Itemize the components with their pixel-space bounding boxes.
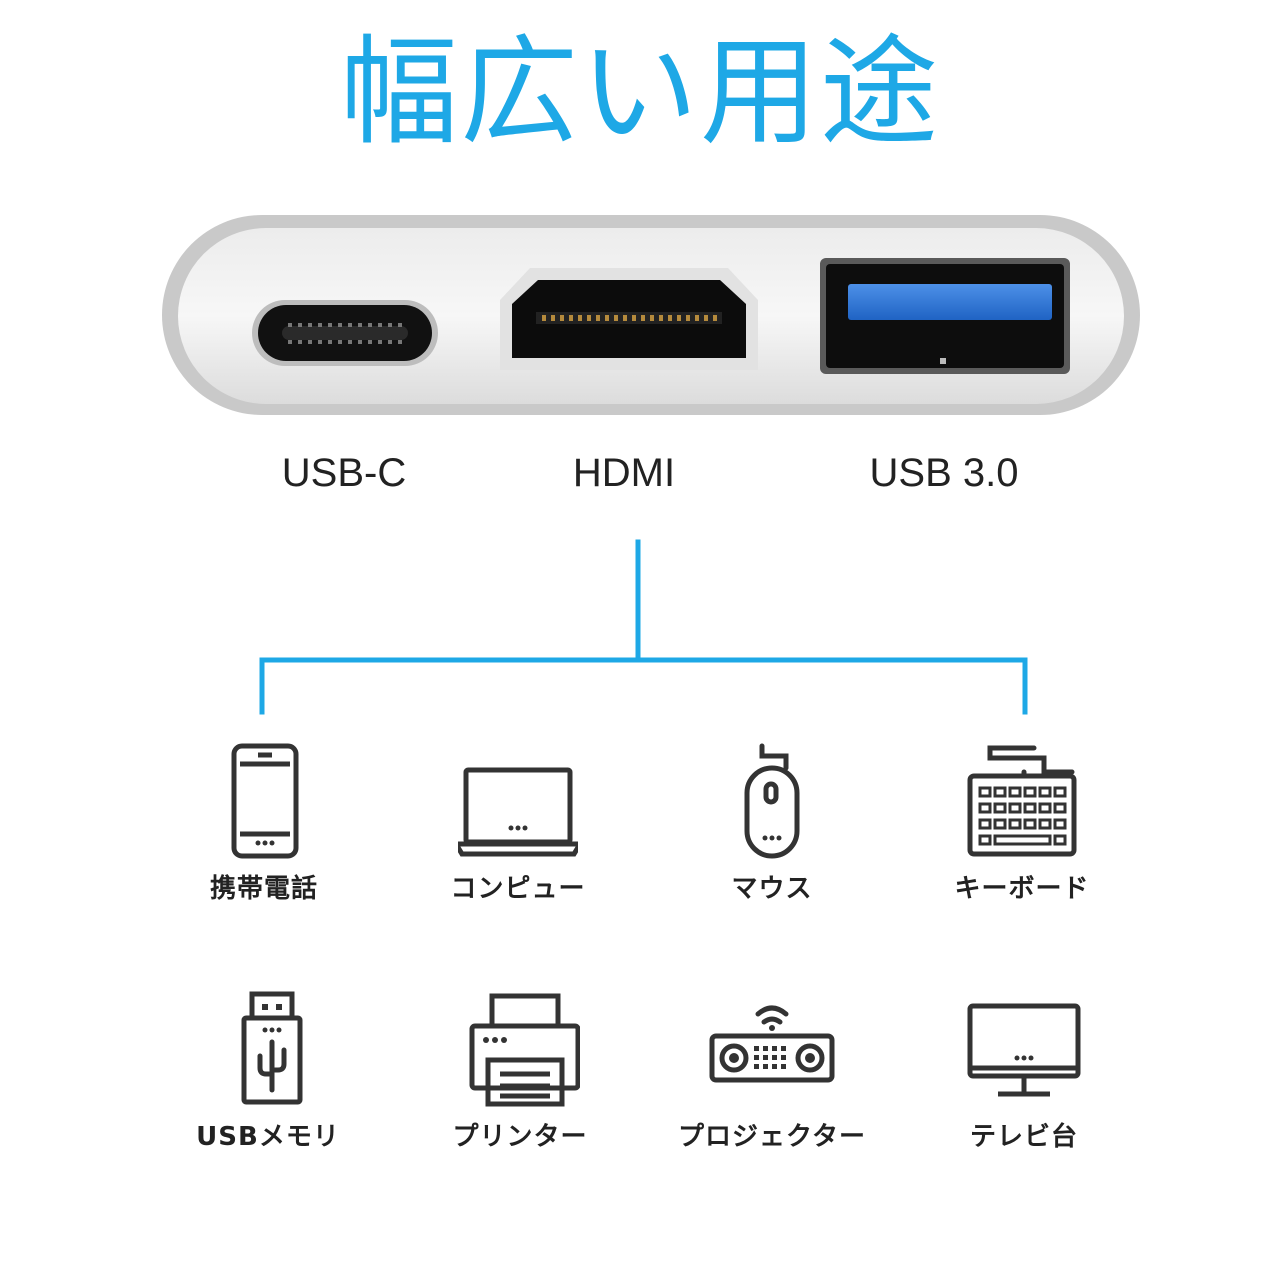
device-label: プロジェクター <box>678 1122 866 1152</box>
device-keyboard: キーボード <box>912 742 1132 905</box>
port-label-usb-c: USB-C <box>281 451 407 495</box>
usb-hub-illustration <box>162 215 1140 415</box>
device-usb-drive: USBメモリ <box>158 990 378 1153</box>
device-label: マウス <box>731 874 813 904</box>
device-monitor: テレビ台 <box>914 990 1134 1153</box>
device-smartphone: 携帯電話 <box>154 742 374 905</box>
smartphone-icon <box>231 743 299 859</box>
mouse-icon <box>744 743 800 859</box>
device-laptop: コンピュー <box>408 742 628 905</box>
usb-c-port-icon <box>252 300 438 366</box>
usb-a-port-icon <box>820 258 1070 374</box>
device-mouse: マウス <box>662 742 882 905</box>
printer-icon <box>469 993 580 1107</box>
usb-drive-icon <box>241 991 303 1105</box>
page-title: 幅広い用途 <box>339 23 940 161</box>
keyboard-icon <box>967 745 1077 857</box>
device-label: キーボード <box>954 874 1090 904</box>
port-label-usb-3: USB 3.0 <box>869 451 1019 495</box>
device-label: USBメモリ <box>196 1122 340 1152</box>
monitor-icon <box>967 1003 1081 1097</box>
device-label: テレビ台 <box>969 1122 1078 1152</box>
device-label: 携帯電話 <box>209 874 318 904</box>
port-label-hdmi: HDMI <box>572 451 676 495</box>
device-printer: プリンター <box>410 990 630 1153</box>
projector-icon <box>709 1005 835 1083</box>
laptop-icon <box>458 767 578 857</box>
device-projector: プロジェクター <box>662 990 882 1153</box>
hdmi-port-icon <box>500 268 758 370</box>
device-label: プリンター <box>452 1122 588 1152</box>
device-label: コンピュー <box>450 874 586 904</box>
